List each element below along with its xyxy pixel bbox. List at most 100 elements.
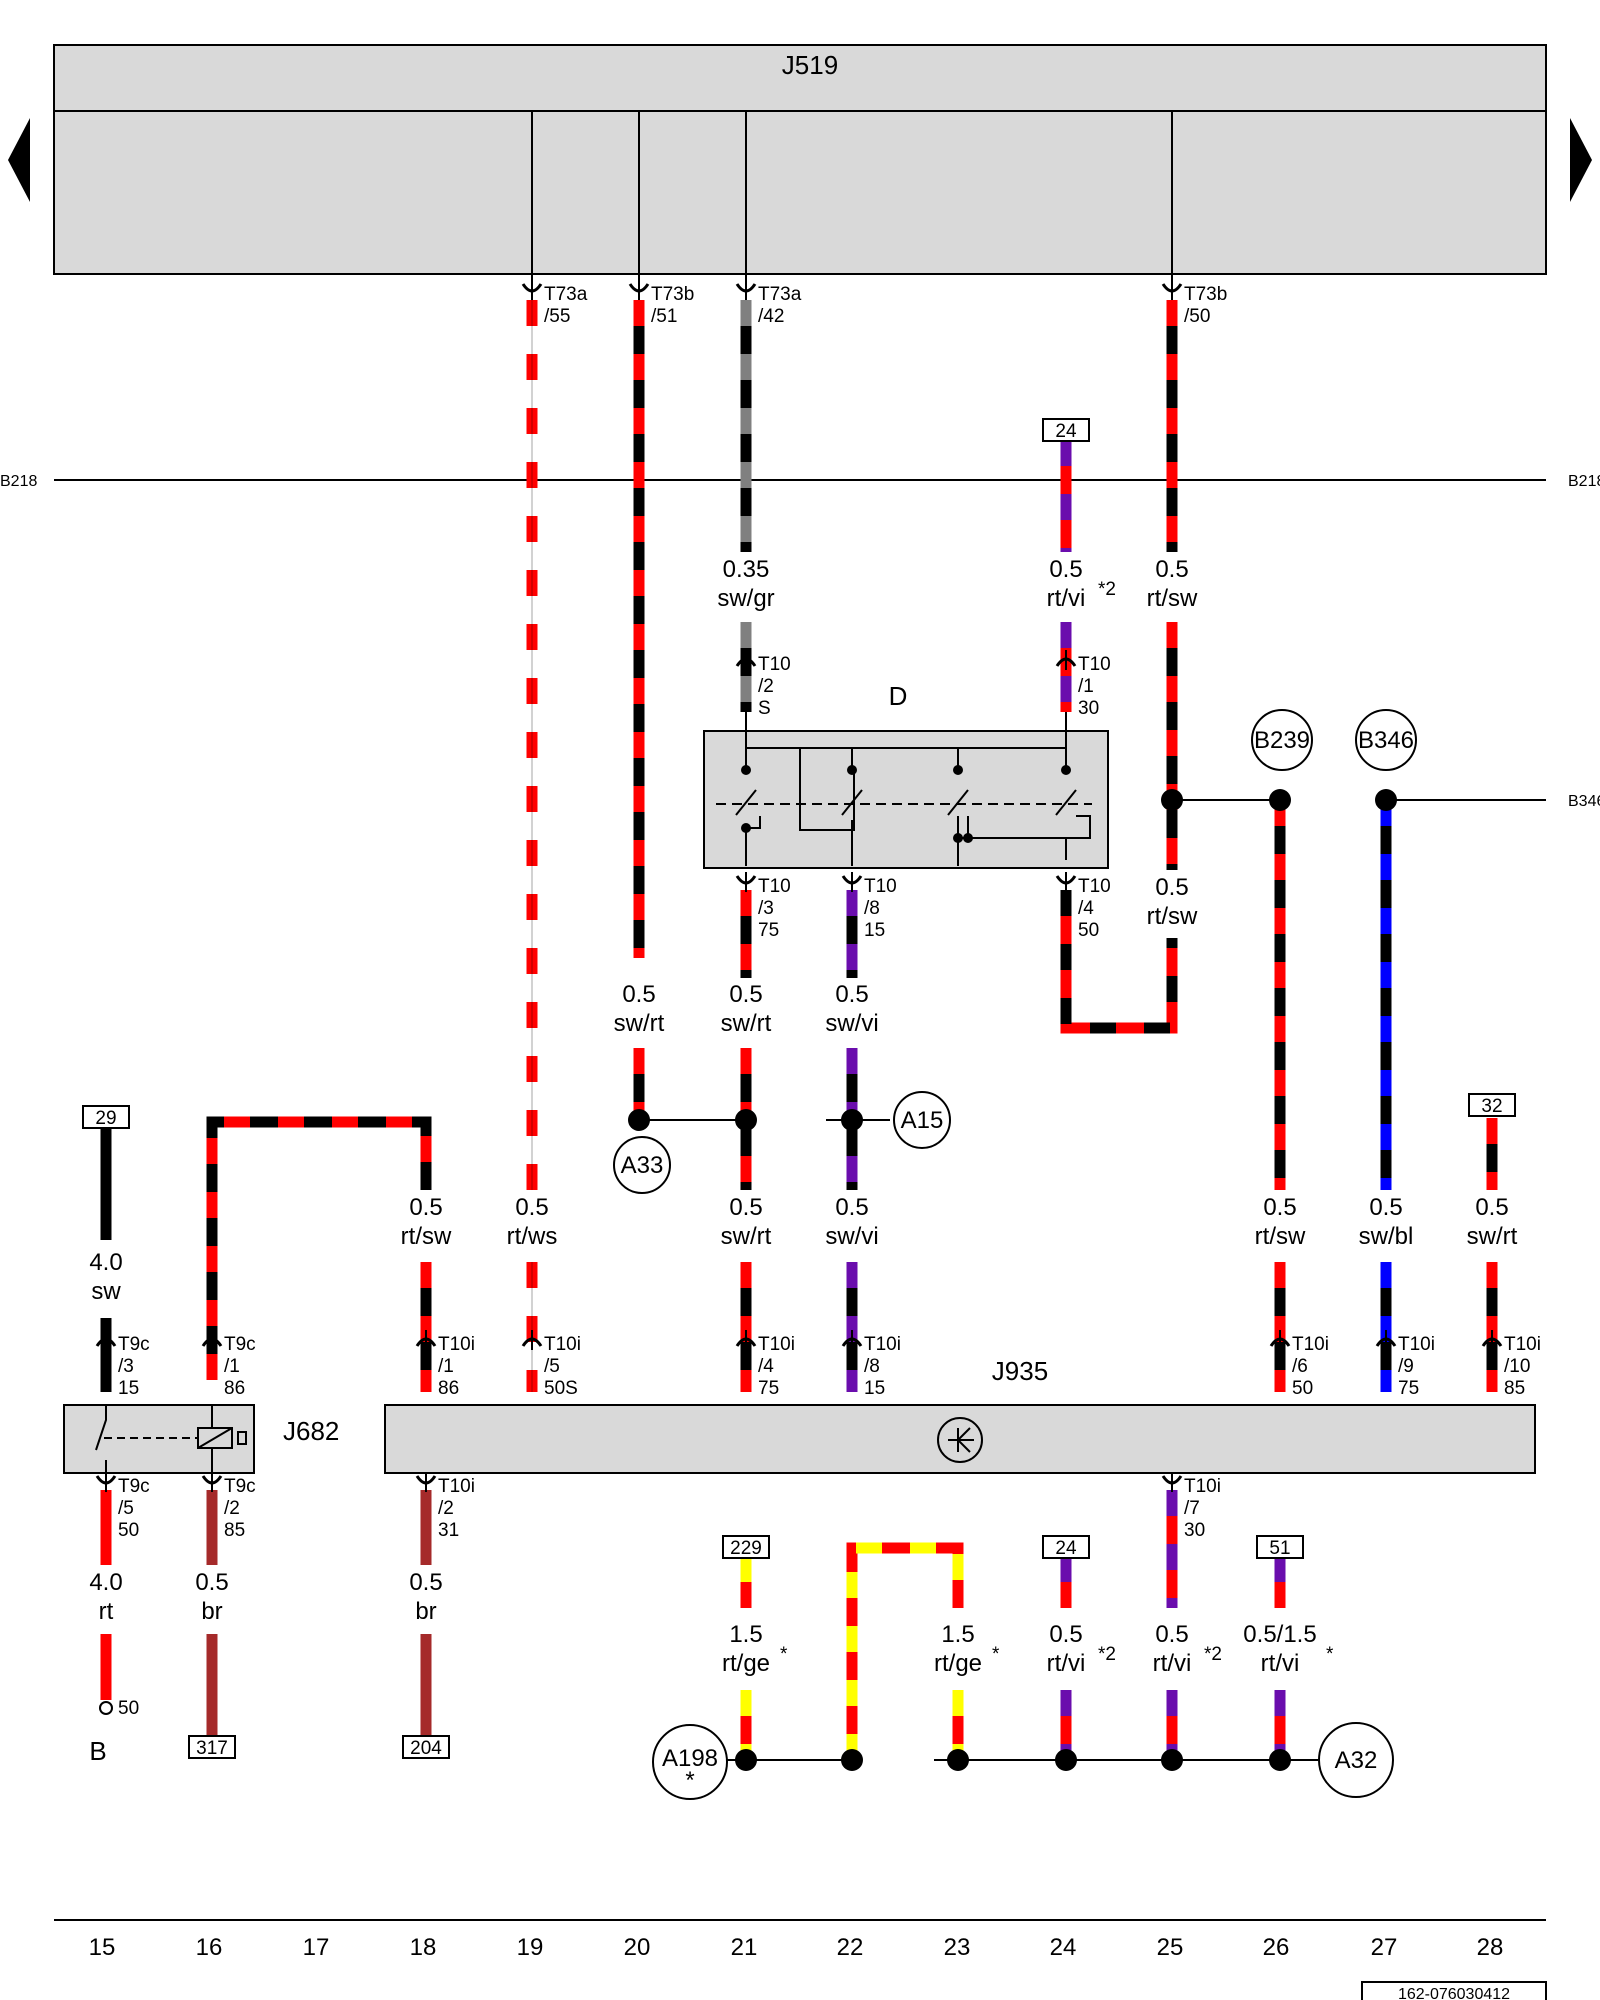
splice-a33-20 (628, 1109, 650, 1131)
svg-text:B346: B346 (1358, 727, 1414, 754)
previous-page-arrow-icon[interactable] (8, 118, 30, 202)
j519-module[interactable]: J519 (53, 44, 1547, 275)
connector-j682_50-line0: T9c (118, 1476, 150, 1497)
connector-j935_22: T10i/815 (841, 1330, 901, 1399)
connector-d_s-line1: /2 (758, 676, 774, 697)
connector-c20-line1: /51 (651, 306, 677, 327)
connector-c21-line0: T73a (758, 284, 802, 305)
box-ref-r317[interactable]: 317 (188, 1735, 236, 1759)
column-number: 18 (410, 1934, 437, 1961)
column-number: 15 (89, 1934, 116, 1961)
box-ref-r229[interactable]: 229 (722, 1535, 770, 1559)
wire-label-w27: 0.5sw/bl (1342, 1191, 1430, 1250)
connector-d_s: T10/2S (735, 650, 791, 719)
ref-a15[interactable]: A15 (893, 1091, 951, 1149)
connector-j935_18: T10i/186 (415, 1330, 475, 1399)
terminal-b-pin: 50 (118, 1698, 139, 1719)
column-number: 16 (196, 1934, 223, 1961)
w21_mid-color: sw/rt (721, 1010, 772, 1037)
ref-b239[interactable]: B239 (1251, 709, 1313, 771)
wire-label-w18_bottom: 0.5br (382, 1566, 470, 1625)
connector-j682_86-line1: /1 (224, 1356, 240, 1377)
w25_top-gauge: 0.5 (1155, 556, 1188, 583)
connector-j682_15-line0: T9c (118, 1334, 150, 1355)
box-ref-r32[interactable]: 32 (1468, 1093, 1516, 1117)
w15-color: sw (91, 1278, 121, 1305)
b218-right-label: B218 (1568, 473, 1600, 490)
w16_bottom-color: br (201, 1598, 222, 1625)
j935-label: J935 (992, 1356, 1048, 1386)
wire-label-w19: 0.5rt/ws (488, 1191, 576, 1250)
splice-a33-21 (735, 1109, 757, 1131)
splice-a198-21 (735, 1749, 757, 1771)
connector-d_s-line0: T10 (758, 654, 791, 675)
terminal-b: 50 B (89, 1698, 139, 1766)
w21_low-color: sw/rt (721, 1223, 772, 1250)
connector-j935_26-line2: 50 (1292, 1378, 1313, 1399)
ref-a198[interactable]: A198 * (652, 1724, 728, 1800)
ignition-switch-d[interactable]: D (703, 681, 1109, 869)
connector-d_30-line0: T10 (1078, 654, 1111, 675)
box-ref-r24_bottom-text: 24 (1055, 1538, 1077, 1559)
wire-labels: 0.35sw/gr0.5rt/vi*20.5rt/sw0.5rt/sw0.5sw… (62, 553, 1536, 1677)
w25_top-color: rt/sw (1147, 585, 1198, 612)
next-page-arrow-icon[interactable] (1570, 118, 1592, 202)
w25_mid-color: rt/sw (1147, 903, 1198, 930)
electronic-switch-icon (937, 1417, 983, 1463)
connector-j935_26-line0: T10i (1292, 1334, 1329, 1355)
box-ref-r51[interactable]: 51 (1256, 1535, 1304, 1559)
connector-j935_21-line2: 75 (758, 1378, 779, 1399)
wire-label-w24_top: 0.5rt/vi*2 (1022, 553, 1116, 612)
module-j935[interactable]: J935 (384, 1356, 1536, 1474)
connector-j935_30-line1: /7 (1184, 1498, 1200, 1519)
connector-j935_21: T10i/475 (735, 1330, 795, 1399)
w22_mid-gauge: 0.5 (835, 981, 868, 1008)
diagram-id: 162-076030412 (1398, 1986, 1510, 2000)
connector-j935_31-line0: T10i (438, 1476, 475, 1497)
svg-text:A33: A33 (621, 1152, 664, 1179)
svg-text:A32: A32 (1335, 1747, 1378, 1774)
wire-label-w26_bottom: 0.5/1.5rt/vi* (1236, 1618, 1334, 1677)
splice-a32-24 (1055, 1749, 1077, 1771)
wire-label-w25_top: 0.5rt/sw (1128, 553, 1216, 612)
wire-label-w20_mid: 0.5sw/rt (595, 978, 683, 1037)
box-ref-r32-text: 32 (1481, 1096, 1502, 1117)
ref-b346[interactable]: B346 (1355, 709, 1417, 771)
ref-a33[interactable]: A33 (613, 1136, 671, 1194)
connector-d_75: T10/375 (735, 872, 791, 941)
box-ref-r204[interactable]: 204 (402, 1735, 450, 1759)
connector-j935_30-line2: 30 (1184, 1520, 1205, 1541)
connector-j935_22-line1: /8 (864, 1356, 880, 1377)
diagram-id-box: 162-076030412 (1361, 1981, 1547, 2000)
b218-bus: B218 B218 (0, 473, 1600, 490)
w24_bottom-color: rt/vi (1047, 1650, 1086, 1677)
connector-j935_27-line1: /9 (1398, 1356, 1414, 1377)
w26-gauge: 0.5 (1263, 1194, 1296, 1221)
box-ref-r204-text: 204 (410, 1738, 442, 1759)
connector-j935_27-line0: T10i (1398, 1334, 1435, 1355)
connector-c20: T73b/51 (628, 280, 694, 327)
column-number: 21 (731, 1934, 758, 1961)
connector-c25-line1: /50 (1184, 306, 1210, 327)
connector-j682_85-line1: /2 (224, 1498, 240, 1519)
w27-color: sw/bl (1359, 1223, 1414, 1250)
w28-gauge: 0.5 (1475, 1194, 1508, 1221)
box-ref-r29-text: 29 (95, 1108, 116, 1129)
wire-label-w22_low: 0.5sw/vi (808, 1191, 896, 1250)
connector-j682_50-line2: 50 (118, 1520, 139, 1541)
w22_low-color: sw/vi (825, 1223, 878, 1250)
connector-j935_30: T10i/730 (1161, 1472, 1221, 1541)
box-ref-r24_bottom[interactable]: 24 (1042, 1535, 1090, 1559)
relay-j682[interactable]: J682 (63, 1404, 339, 1474)
box-ref-r29[interactable]: 29 (82, 1105, 130, 1129)
connector-j682_15-line1: /3 (118, 1356, 134, 1377)
w18_bottom-color: br (415, 1598, 436, 1625)
ref-a32[interactable]: A32 (1318, 1722, 1394, 1798)
w26-color: rt/sw (1255, 1223, 1306, 1250)
connector-j935_18-line1: /1 (438, 1356, 454, 1377)
box-ref-r24_top[interactable]: 24 (1042, 418, 1090, 442)
connector-c19-line1: /55 (544, 306, 570, 327)
wire-label-w15_bottom: 4.0rt (62, 1566, 150, 1625)
